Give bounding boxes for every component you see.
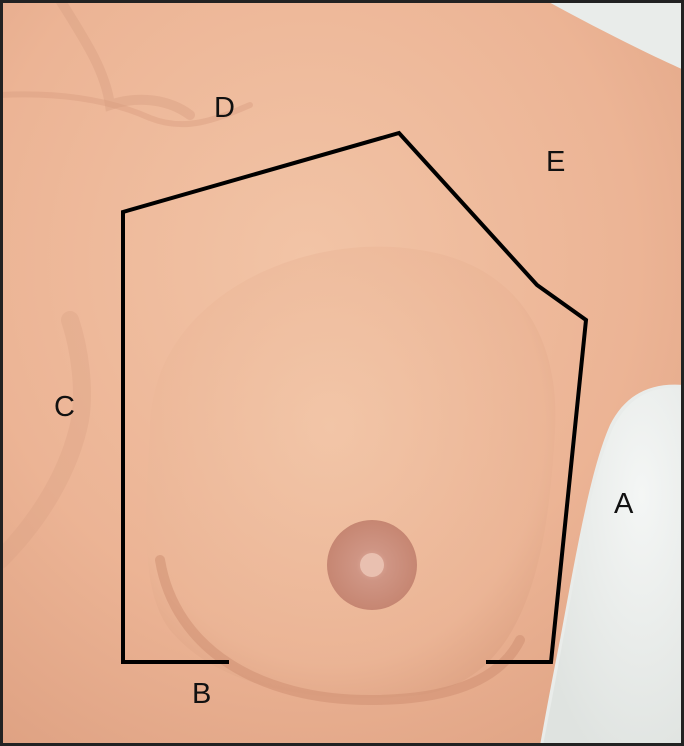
label-c: C <box>54 393 75 422</box>
nipple <box>360 553 384 577</box>
label-b: B <box>192 680 211 709</box>
label-d: D <box>214 94 235 123</box>
label-e: E <box>546 148 565 177</box>
label-a: A <box>614 490 633 519</box>
breast-shape <box>146 247 555 698</box>
